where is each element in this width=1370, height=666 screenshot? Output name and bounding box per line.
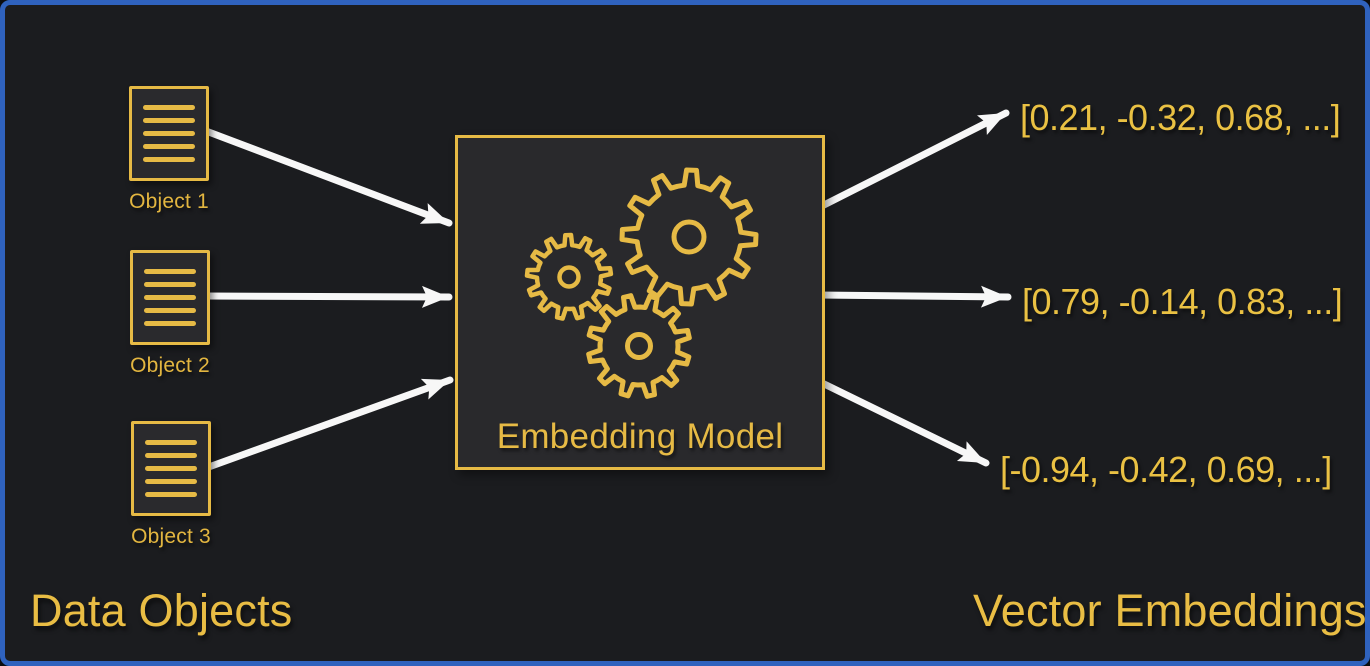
data-object-2: Object 2 — [122, 250, 218, 378]
data-objects-title: Data Objects — [30, 585, 293, 636]
document-icon — [131, 421, 211, 516]
document-icon — [130, 250, 210, 345]
arrow-model-to-vector3 — [814, 377, 990, 467]
vector-embeddings-title: Vector Embeddings — [973, 585, 1367, 636]
vector-embedding-3: [-0.94, -0.42, 0.69, ...] — [1000, 449, 1332, 490]
vector-embedding-2: [0.79, -0.14, 0.83, ...] — [1022, 281, 1343, 322]
arrow-object3-to-model — [202, 376, 454, 472]
document-icon — [129, 86, 209, 181]
object-label: Object 3 — [131, 525, 211, 548]
arrow-model-to-vector1 — [814, 109, 1010, 212]
object-label: Object 1 — [129, 190, 209, 213]
vector-embedding-1: [0.21, -0.32, 0.68, ...] — [1020, 97, 1341, 138]
embedding-model-label: Embedding Model — [496, 417, 784, 456]
data-object-1: Object 1 — [121, 86, 217, 214]
embedding-model-box: Embedding Model — [455, 135, 825, 470]
arrow-object2-to-model — [202, 285, 453, 308]
arrow-model-to-vector2 — [814, 285, 1012, 308]
object-label: Object 2 — [130, 354, 210, 377]
arrow-object1-to-model — [202, 127, 453, 227]
data-object-3: Object 3 — [123, 421, 219, 549]
gears-icon — [524, 167, 759, 399]
